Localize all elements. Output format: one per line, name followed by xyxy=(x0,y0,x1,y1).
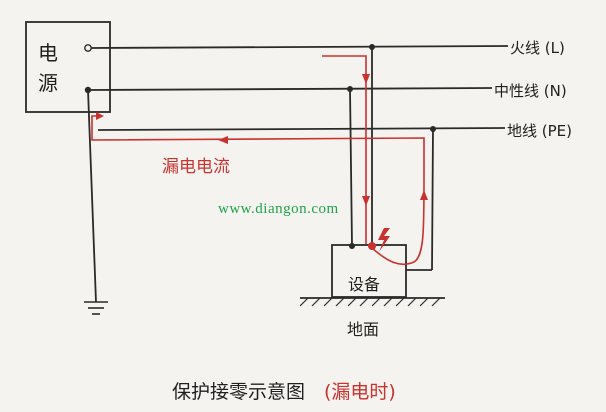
caption-paren: (漏电时) xyxy=(324,381,396,403)
neutral-to-ground-wire xyxy=(87,89,97,303)
floor-hatching xyxy=(299,297,441,307)
pe-drop xyxy=(431,128,434,271)
lightning-icon xyxy=(378,228,390,252)
leakage-current-label: 漏电电流 xyxy=(162,157,230,177)
leak-arrow-up xyxy=(420,190,428,200)
leakage-current-path xyxy=(91,55,425,266)
leak-arrow-down-1 xyxy=(362,74,370,84)
fault-point xyxy=(368,242,376,250)
ground-symbol-icon xyxy=(84,301,108,315)
pe-wire-label: 地线 (PE) xyxy=(507,122,572,140)
leak-arrow-right xyxy=(96,112,104,120)
power-source-label-1: 电 xyxy=(38,41,58,65)
power-source-label-2: 源 xyxy=(38,71,58,95)
neutral-wire xyxy=(87,87,493,91)
device-label: 设备 xyxy=(348,275,380,294)
leak-arrow-left xyxy=(218,136,228,144)
neutral-wire-label: 中性线 (N) xyxy=(494,82,567,100)
device-terminal-n xyxy=(349,243,355,249)
live-wire xyxy=(89,45,509,49)
neutral-drop xyxy=(349,88,353,246)
live-wire-label: 火线 (L) xyxy=(510,39,565,57)
watermark: www.diangon.com xyxy=(218,201,339,217)
power-source-box xyxy=(25,21,111,113)
caption-main: 保护接零示意图 xyxy=(172,381,305,403)
live-terminal xyxy=(84,44,92,52)
leak-arrow-down-2 xyxy=(362,196,370,206)
pe-wire xyxy=(97,127,506,131)
ground-surface-label: 地面 xyxy=(347,320,379,339)
